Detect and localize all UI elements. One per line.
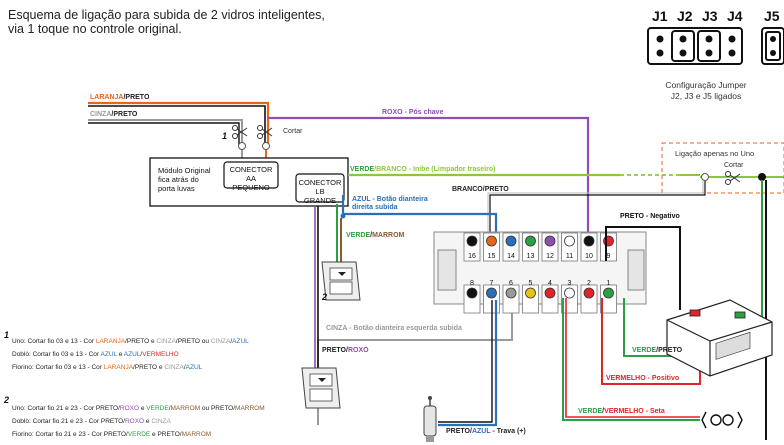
label-verde-preto: VERDE/PRETO [632, 347, 683, 354]
label-cortar: Cortar [283, 128, 303, 135]
note-line: Fiorino: Cortar fio 21 e 23 - Cor PRETO/… [12, 431, 212, 438]
label-preto-roxo: PRETO/ROXO [322, 347, 369, 354]
wire-azul-botao [341, 195, 498, 232]
cut-point-2 [262, 142, 270, 150]
pin-label-3: 3 [568, 280, 572, 287]
uno-only-title: Ligação apenas no Uno [675, 149, 755, 158]
label-preto-azul-trava: PRETO/AZUL - Trava (+) [446, 428, 526, 435]
pin-label-9: 9 [607, 253, 611, 260]
battery-icon [666, 299, 773, 377]
label-roxo-pos-chave: ROXO - Pós chave [382, 109, 444, 116]
diagram-title: Esquema de ligação para subida de 2 vidr… [8, 8, 338, 36]
original-module-label: Módulo Original fica atrás do porta luva… [158, 166, 211, 193]
window-switch-right [321, 261, 361, 301]
pin-label-15: 15 [488, 253, 496, 260]
uno-join-point [758, 173, 766, 181]
note-line: Doblò: Cortar fio 21 e 23 - Cor PRETO/RO… [12, 418, 171, 425]
pin-6 [505, 287, 517, 299]
title-line-1: Esquema de ligação para subida de 2 vidr… [8, 8, 325, 22]
cut-point-1 [238, 142, 246, 150]
scissors-icon-1 [232, 125, 248, 139]
label-azul-botao: AZUL - Botão dianteira direita subida [352, 196, 428, 211]
connector-pins-bottom: 8 7 6 5 4 3 2 1 [463, 280, 617, 314]
note-line: Fiorino: Cortar fio 03 e 13 - Cor LARANJ… [12, 364, 203, 371]
wire-cinza-botao-esquerda [317, 293, 513, 425]
pin-14 [505, 235, 517, 247]
conector-aa-box [223, 161, 279, 189]
pin-5 [525, 287, 536, 299]
seta-lamp-icon [701, 411, 743, 429]
pin-2 [583, 287, 595, 299]
lock-actuator-icon [423, 396, 437, 442]
wire-verde-vermelho-seta [562, 298, 700, 421]
uno-cut-point [701, 173, 709, 181]
pin-label-13: 13 [527, 253, 535, 260]
label-verde-branco-inibe: VERDE/BRANCO - Inibe (Limpador traseiro) [350, 166, 496, 173]
pin-10 [583, 235, 595, 247]
pin-label-6: 6 [509, 280, 513, 287]
conector-lb-box [295, 173, 345, 203]
uno-only-cortar: Cortar [724, 162, 744, 169]
pin-label-12: 12 [546, 253, 554, 260]
pin-label-10: 10 [585, 253, 593, 260]
jumper-label-j3: J3 [702, 8, 718, 24]
scissors-icon-2 [257, 125, 273, 139]
connector-pins-top: 16 15 14 13 12 11 10 9 [463, 232, 617, 262]
pin-16 [466, 235, 478, 247]
jumper-block-main [647, 27, 743, 65]
uno-only-box [661, 142, 784, 194]
pin-label-4: 4 [548, 280, 552, 287]
pin-11 [564, 235, 575, 247]
label-cinza-preto: CINZA/PRETO [90, 111, 138, 118]
pin-label-2: 2 [587, 280, 591, 287]
pin-label-7: 7 [490, 280, 494, 287]
jumper-caption: Configuração Jumper J2, J3 e J5 ligados [646, 80, 766, 102]
pin-label-16: 16 [468, 253, 476, 260]
note-line: Uno: Cortar fio 21 e 23 - Cor PRETO/ROXO… [12, 405, 265, 412]
pin-label-1: 1 [607, 280, 611, 287]
notes-marker-2: 2 [4, 395, 10, 405]
conector-lb-label: CONECTOR LB GRANDE [298, 178, 342, 205]
pin-12 [544, 235, 556, 247]
label-laranja-preto: LARANJA/PRETO [90, 94, 150, 101]
jumper-caption-line-1: Configuração Jumper [665, 80, 747, 90]
pin-4 [544, 287, 556, 299]
jumper-label-j1: J1 [652, 8, 668, 24]
scissors-icon-3 [725, 171, 741, 185]
label-preto-negativo: PRETO - Negativo [620, 213, 680, 220]
title-line-2: via 1 toque no controle original. [8, 22, 182, 36]
window-switch-left [301, 367, 341, 409]
marker-1: 1 [222, 131, 227, 141]
label-verde-vermelho-seta: VERDE/VERMELHO - Seta [578, 408, 665, 415]
pin-1 [603, 287, 614, 299]
jumper-label-j4: J4 [727, 8, 743, 24]
notes-marker-1: 1 [4, 330, 10, 340]
jumper-label-j2: J2 [677, 8, 693, 24]
note-line: Uno: Cortar fio 03 e 13 - Cor LARANJA/PR… [12, 338, 249, 345]
pin-label-5: 5 [529, 280, 533, 287]
note-line: Doblò: Cortar fio 03 e 13 - Cor AZUL e A… [12, 351, 179, 358]
pin-13 [525, 235, 536, 247]
pin-label-11: 11 [566, 253, 573, 260]
jumper-label-j5: J5 [764, 8, 780, 24]
wire-roxo-pos-chave [268, 116, 590, 232]
conector-aa-label: CONECTOR AA PEQUENO [229, 165, 273, 192]
pin-7 [486, 287, 497, 299]
wire-cinza-preto [88, 119, 243, 145]
wire-preto-azul-trava [438, 300, 498, 427]
pin-label-8: 8 [470, 280, 474, 287]
label-vermelho-positivo: VERMELHO - Positivo [606, 375, 680, 382]
label-verde-marrom: VERDE/MARROM [346, 232, 405, 239]
pin-label-14: 14 [507, 253, 515, 260]
label-branco-preto: BRANCO/PRETO [452, 186, 509, 193]
jumper-block-j5 [761, 27, 784, 65]
label-cinza-botao: CINZA - Botão dianteira esquerda subida [326, 325, 462, 332]
wire-preto-negativo [605, 226, 681, 310]
pin-3 [564, 287, 575, 299]
marker-2: 2 [321, 292, 327, 302]
pin-15 [486, 235, 497, 247]
jumper-caption-line-2: J2, J3 e J5 ligados [670, 91, 742, 101]
pin-8 [466, 287, 478, 299]
